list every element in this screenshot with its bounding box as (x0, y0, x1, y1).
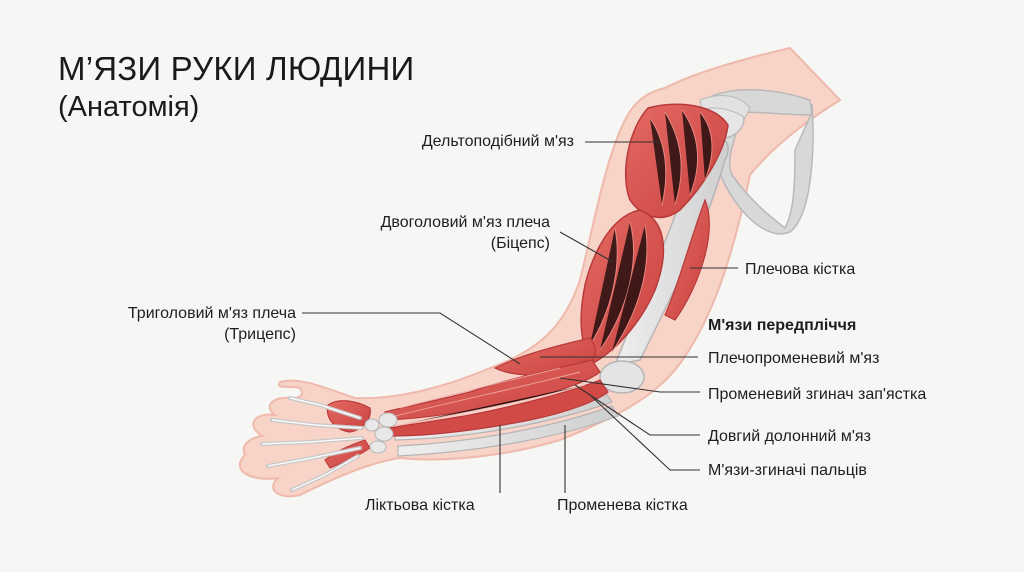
label-humerus: Плечова кістка (745, 261, 856, 278)
label-forearm-header: М'язи передпліччя (708, 317, 857, 334)
label-brachioradialis: Плечопроменевий м'яз (708, 350, 880, 367)
page-subtitle: (Анатомія) (58, 91, 200, 123)
label-biceps: Двоголовий м'яз плеча (Біцепс) (381, 212, 550, 254)
leader-biceps (559, 231, 614, 263)
leader-finger-flexors (589, 394, 700, 471)
leader-lines (302, 141, 738, 493)
label-ulna: Ліктьова кістка (365, 497, 475, 514)
label-triceps-line2: (Трицепс) (224, 326, 296, 343)
brachialis (664, 198, 710, 321)
label-biceps-line2: (Біцепс) (490, 235, 550, 252)
label-radius: Променева кістка (557, 497, 688, 514)
label-deltoid: Дельтоподібний м'яз (421, 133, 574, 150)
page-title: М’ЯЗИ РУКИ ЛЮДИНИ (58, 50, 415, 87)
leader-palmaris (574, 384, 700, 436)
label-triceps: Триголовий м'яз плеча (Трицепс) (128, 303, 296, 345)
leader-flexor-carpi (559, 377, 700, 393)
label-biceps-line1: Двоголовий м'яз плеча (380, 214, 550, 231)
leader-triceps (302, 312, 521, 365)
label-finger-flexors: М'язи-згиначі пальців (708, 462, 867, 479)
radius (397, 405, 619, 457)
label-triceps-line1: Триголовий м'яз плеча (127, 305, 296, 322)
label-flexor-carpi-radialis: Променевий згинач зап'ястка (708, 386, 927, 403)
label-palmaris-longus: Довгий долонний м'яз (708, 428, 871, 445)
